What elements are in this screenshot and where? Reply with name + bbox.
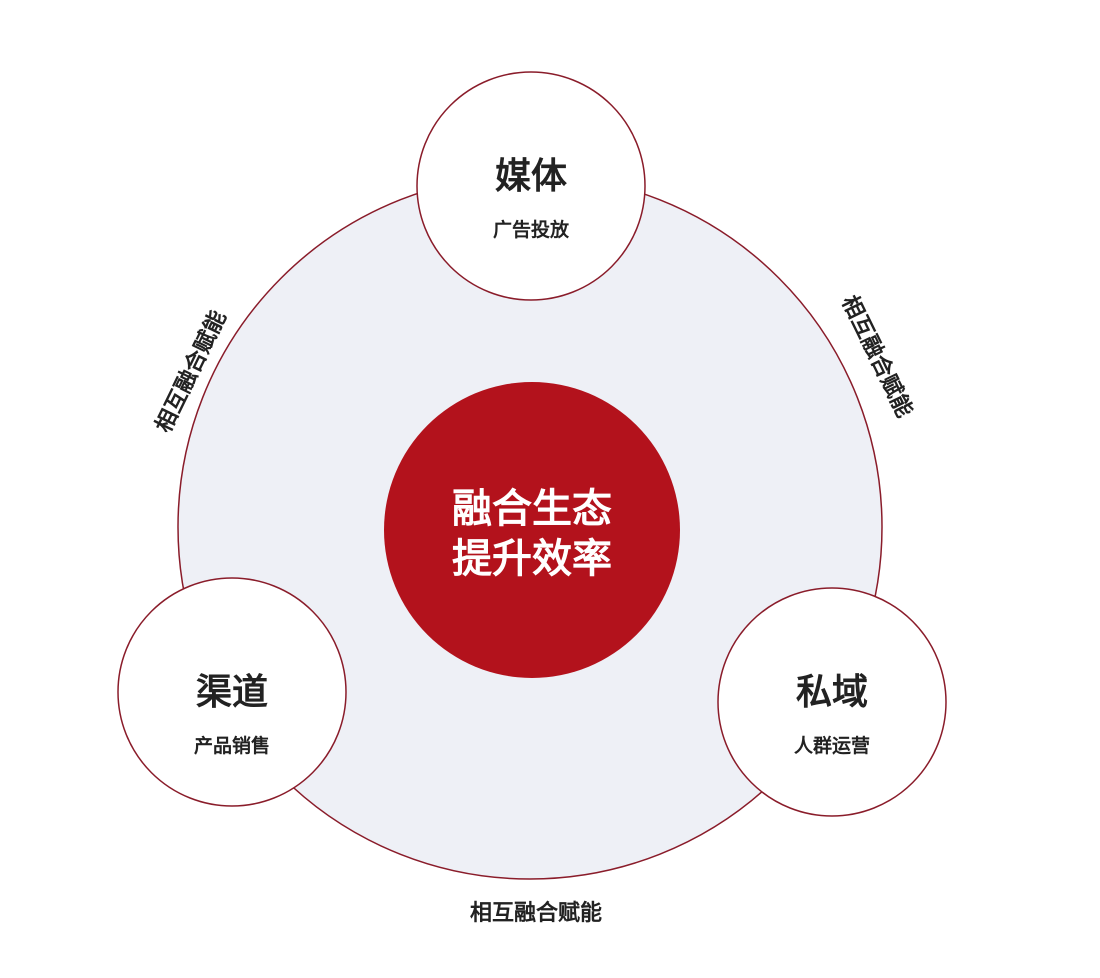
node-private-title: 私域 (796, 672, 868, 713)
node-channel: 渠道 产品销售 (117, 577, 347, 807)
edge-label-bottom: 相互融合赋能 (470, 900, 602, 926)
center-line-2: 提升效率 (452, 536, 612, 582)
node-media-title: 媒体 (495, 156, 567, 197)
center-line-1: 融合生态 (452, 486, 612, 532)
node-channel-subtitle: 产品销售 (194, 734, 270, 757)
node-media-subtitle: 广告投放 (493, 218, 570, 241)
node-media: 媒体 广告投放 (416, 71, 646, 301)
node-private: 私域 人群运营 (717, 587, 947, 817)
node-channel-title: 渠道 (196, 672, 268, 713)
node-private-subtitle: 人群运营 (794, 734, 870, 757)
center-circle (384, 382, 680, 678)
